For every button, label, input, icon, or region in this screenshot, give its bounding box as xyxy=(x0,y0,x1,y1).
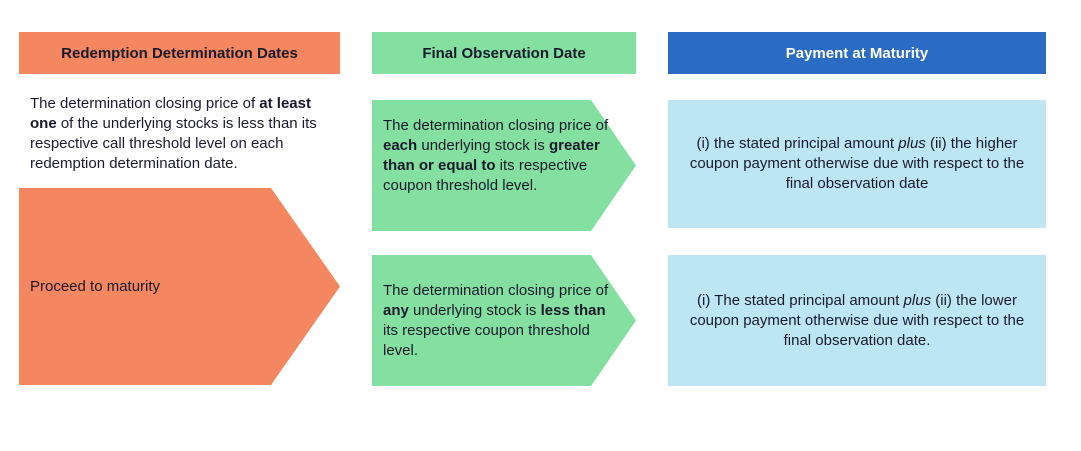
condition-less-arrow xyxy=(372,255,636,386)
payment-higher-coupon-box: (i) the stated principal amount plus (ii… xyxy=(668,100,1046,228)
header-final-observation-label: Final Observation Date xyxy=(422,44,586,62)
redemption-condition-text: The determination closing price of at le… xyxy=(30,94,340,174)
condition-less-emphasis-any: any xyxy=(383,302,409,319)
condition-greater-arrow xyxy=(372,100,636,231)
payment-higher-part1: (i) the stated principal amount xyxy=(696,135,899,152)
payment-higher-part2: (ii) the higher coupon payment otherwise… xyxy=(689,135,1025,192)
condition-less-part1: The determination closing price of xyxy=(383,282,609,299)
payment-higher-text: (i) the stated principal amount plus (ii… xyxy=(682,134,1032,194)
condition-greater-part2: underlying stock is xyxy=(417,137,549,154)
proceed-to-maturity-label: Proceed to maturity xyxy=(30,278,161,295)
condition-less-part3: its respective coupon threshold level. xyxy=(383,322,590,359)
payment-higher-plus: plus xyxy=(898,135,926,152)
header-final-observation-date: Final Observation Date xyxy=(372,32,636,74)
redemption-condition-part1: The determination closing price of xyxy=(30,95,260,112)
condition-less-emphasis-comparison: less than xyxy=(540,302,606,319)
payment-lower-text: (i) The stated principal amount plus (ii… xyxy=(682,291,1032,351)
condition-less-part2: underlying stock is xyxy=(408,302,541,319)
proceed-to-maturity-arrow xyxy=(19,188,340,385)
redemption-condition-emphasis: at least one xyxy=(30,95,311,132)
condition-greater-part3: its respective coupon threshold level. xyxy=(383,157,588,194)
condition-greater-emphasis-comparison: greater than or equal to xyxy=(383,137,600,174)
header-redemption-label: Redemption Determination Dates xyxy=(61,44,298,62)
header-redemption-determination-dates: Redemption Determination Dates xyxy=(19,32,340,74)
payment-lower-part2: (ii) the lower coupon payment otherwise … xyxy=(689,291,1025,349)
condition-less-text: The determination closing price of any u… xyxy=(383,281,613,361)
header-payment-at-maturity: Payment at Maturity xyxy=(668,32,1046,74)
condition-greater-text: The determination closing price of each … xyxy=(383,116,613,196)
payment-lower-coupon-box: (i) The stated principal amount plus (ii… xyxy=(668,255,1046,386)
condition-greater-part1: The determination closing price of xyxy=(383,117,609,134)
redemption-condition-part2: of the underlying stocks is less than it… xyxy=(30,115,317,172)
condition-greater-emphasis-each: each xyxy=(383,137,418,154)
payment-lower-plus: plus xyxy=(903,291,932,309)
payment-lower-part1: (i) The stated principal amount xyxy=(697,291,904,309)
header-payment-label: Payment at Maturity xyxy=(785,44,929,62)
